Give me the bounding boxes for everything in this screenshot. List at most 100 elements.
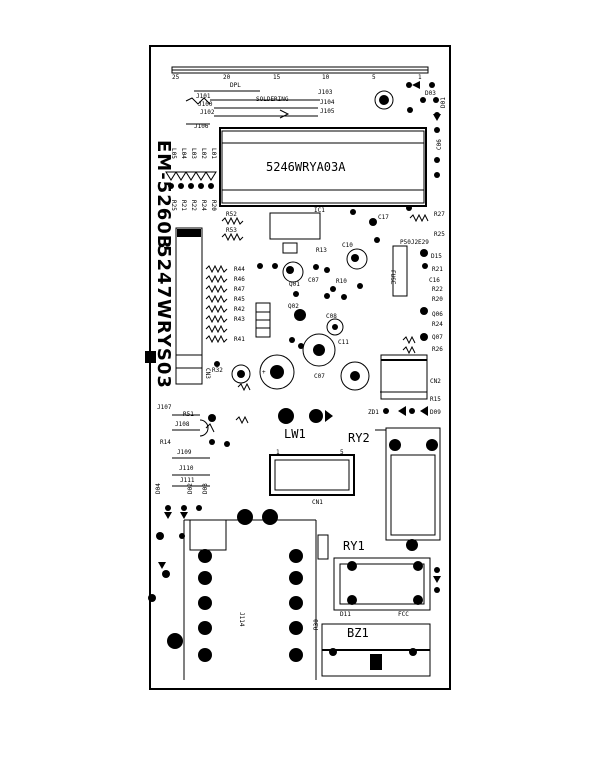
- jumper-label: J102: [200, 109, 215, 116]
- resistor-ladder: R44 R46 R47 R45 R42 R43 R41 R52 R53 R32: [205, 211, 271, 374]
- resistor-label: R25: [434, 231, 445, 238]
- top-right-components: D01 D03: [374, 81, 447, 133]
- diode-label: D02: [187, 483, 194, 494]
- ry1-label: RY1: [343, 539, 365, 553]
- jumper-label: J104: [320, 99, 335, 106]
- resistor-label: R42: [234, 306, 245, 313]
- resistor-label: R52: [226, 211, 237, 218]
- jumper-label: J111: [180, 477, 195, 484]
- resistor-label: R24: [432, 321, 443, 328]
- jumper-label: J101: [196, 93, 211, 100]
- resistor-label: R20: [432, 296, 443, 303]
- top-mark-15: 15: [273, 74, 281, 81]
- capacitor-label: C16: [429, 277, 440, 284]
- jumper-label: J103: [318, 89, 333, 96]
- cn1-label: CN1: [312, 499, 323, 506]
- top-mark-20: 20: [223, 74, 231, 81]
- resistor-label: R32: [212, 367, 223, 374]
- dpl-label: DPL: [230, 82, 241, 89]
- resistor-label: R14: [160, 439, 171, 446]
- top-mark-25: 25: [172, 74, 180, 81]
- resistor-label: R43: [234, 316, 245, 323]
- board-title: EM-5260B: [153, 140, 174, 250]
- ry2-label: RY2: [348, 431, 370, 445]
- jumper-label: J114: [238, 612, 245, 627]
- jumper-label: J107: [157, 404, 172, 411]
- cn1-pin-5: 5: [340, 449, 344, 456]
- capacitor-label: C10: [342, 242, 353, 249]
- jumper-label: J106: [194, 123, 209, 130]
- capacitor-label: C07: [314, 373, 325, 380]
- lw1-pad-left: [278, 408, 294, 424]
- misc-label: P50J2E29: [400, 239, 429, 246]
- display-model-text: 5246WRYA03A: [266, 160, 346, 174]
- fcc-label: FCC: [398, 611, 409, 618]
- resistor-label: R51: [183, 411, 194, 418]
- ic1-label: IC1: [314, 207, 325, 214]
- jumper-label: J100: [198, 101, 213, 108]
- led-label: L01: [210, 148, 217, 159]
- misc-label: FUSE: [389, 270, 396, 285]
- misc-label: Q06: [432, 311, 443, 318]
- ry2-relay: RY2: [348, 427, 441, 551]
- resistor-label: R25: [170, 200, 177, 211]
- top-mark-5: 5: [372, 74, 376, 81]
- resistor-label: R13: [316, 247, 327, 254]
- resistor-label: R24: [200, 200, 207, 211]
- led-label: L05: [170, 148, 177, 159]
- diode-label: D01: [440, 97, 447, 108]
- lw1-pad-right: [309, 409, 323, 423]
- led-label: L04: [180, 148, 187, 159]
- bz1-buzzer: BZ1 R30: [313, 619, 431, 677]
- jumper-area-top: J101 J100 J102 J103 J104 J105 SOLDERING …: [185, 89, 335, 130]
- resistor-label: R41: [234, 336, 245, 343]
- lw1-and-diode-row: LW1 ZD1 D09: [278, 406, 441, 441]
- bz1-label: BZ1: [347, 626, 369, 640]
- cn1-connector: CN1 1 5: [269, 449, 355, 506]
- power-section: J114: [167, 509, 329, 680]
- display-module: 5246WRYA03A C06: [219, 127, 443, 207]
- misc-label: Q01: [289, 281, 300, 288]
- resistor-label: R26: [432, 346, 443, 353]
- resistor-label: R44: [234, 266, 245, 273]
- jumper-label: J109: [177, 449, 192, 456]
- resistor-label: R53: [226, 227, 237, 234]
- right-mid-components: C10 C17 R10 FUSE R27 R25 P50J2E29 D15 R2…: [330, 205, 445, 355]
- misc-label: ZD1: [368, 409, 379, 416]
- resistor-label: R45: [234, 296, 245, 303]
- misc-label: D15: [431, 253, 442, 260]
- resistor-label: R46: [234, 276, 245, 283]
- diode-label: D04: [155, 483, 162, 494]
- top-mark-1: 1: [418, 74, 422, 81]
- center-ic-area: IC1 R13 Q01 C07 Q02: [257, 207, 330, 321]
- diode-label: D03: [202, 483, 209, 494]
- jumper-label: J110: [179, 465, 194, 472]
- left-lower-components: J107 R51 J108 R14 J109 J110 J111 D04 D02…: [148, 404, 249, 602]
- capacitor-label: C07: [308, 277, 319, 284]
- capacitor-label: C08: [326, 313, 337, 320]
- resistor-label: R30: [313, 619, 320, 630]
- cn1-pin-1: 1: [276, 449, 280, 456]
- cn2-connector: CN2 R15: [380, 354, 441, 403]
- capacitor-label: C17: [378, 214, 389, 221]
- resistor-label: R27: [434, 211, 445, 218]
- capacitor-label: C06: [436, 139, 443, 150]
- resistor-label: R10: [336, 278, 347, 285]
- resistor-label: R15: [430, 396, 441, 403]
- resistor-label: R47: [234, 286, 245, 293]
- resistor-label: R21: [180, 200, 187, 211]
- marker-block: [145, 351, 156, 363]
- top-connector-strip: 25 20 15 10 5 1 DPL: [171, 66, 429, 89]
- plus-mark: +: [262, 369, 266, 376]
- board-part-number: 5247WRYS03: [153, 245, 174, 389]
- misc-label: Q07: [432, 334, 443, 341]
- electrolytic-capacitors: + C07 C08 C11: [231, 313, 370, 392]
- resistor-label: R21: [432, 266, 443, 273]
- jumper-label: J108: [175, 421, 190, 428]
- cn3-connector: CN3: [175, 227, 211, 385]
- board-outline: [149, 45, 451, 690]
- board-title-vertical: EM-5260B 5247WRYS03: [145, 140, 174, 389]
- top-mark-10: 10: [322, 74, 330, 81]
- diode-label: D03: [425, 90, 436, 97]
